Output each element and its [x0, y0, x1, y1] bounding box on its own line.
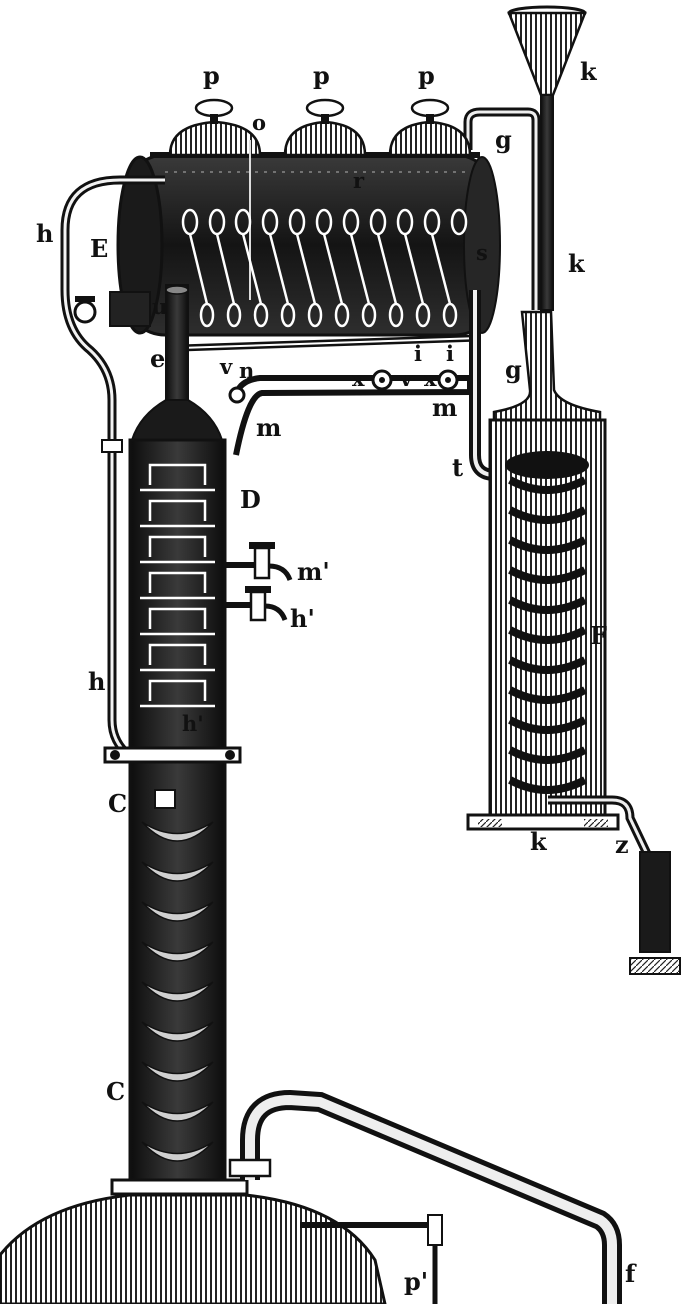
boiler — [0, 1193, 443, 1306]
label-v-center: v — [400, 366, 413, 391]
label-n: n — [239, 358, 255, 383]
label-m-prime: m' — [297, 557, 330, 586]
label-p-right: p — [418, 61, 435, 90]
label-p-center: p — [313, 61, 330, 90]
label-x-right: x — [424, 366, 437, 391]
label-o: o — [252, 110, 267, 135]
label-f-condenser: F — [590, 621, 608, 650]
label-g-mid: g — [505, 355, 522, 384]
label-r: r — [353, 168, 365, 193]
label-c-lower: C — [106, 1077, 126, 1106]
label-e-neck: e — [150, 344, 166, 373]
label-h-prime-inner: h' — [182, 711, 204, 736]
label-e-tank: E — [90, 234, 109, 263]
label-i-left: i — [414, 341, 422, 366]
label-v-left: v — [220, 354, 233, 379]
tank-e — [116, 98, 501, 337]
label-t: t — [452, 453, 464, 482]
label-h-prime: h' — [290, 604, 315, 633]
label-s: s — [476, 240, 488, 265]
label-f: f — [625, 1259, 636, 1288]
label-k-pipe: k — [568, 249, 585, 278]
label-p-left: p — [203, 61, 220, 90]
label-u: u — [152, 294, 168, 319]
label-g-top: g — [495, 125, 512, 154]
label-k-base: k — [530, 827, 547, 856]
funnel-k — [507, 5, 587, 311]
label-p-prime: p' — [404, 1267, 429, 1296]
column-d — [128, 438, 293, 762]
tank-coils — [181, 208, 468, 328]
column-c — [110, 760, 249, 1196]
label-i-right: i — [446, 341, 454, 366]
label-c-upper: C — [108, 789, 128, 818]
label-x-left: x — [352, 366, 365, 391]
label-z: z — [615, 830, 629, 859]
label-h-lower: h — [88, 667, 106, 696]
label-h-top: h — [36, 219, 54, 248]
condenser-f — [466, 310, 620, 831]
label-k-funnel: k — [580, 57, 597, 86]
label-m-left: m — [256, 413, 282, 442]
label-m-right: m — [432, 393, 458, 422]
label-d-column: D — [240, 485, 261, 514]
